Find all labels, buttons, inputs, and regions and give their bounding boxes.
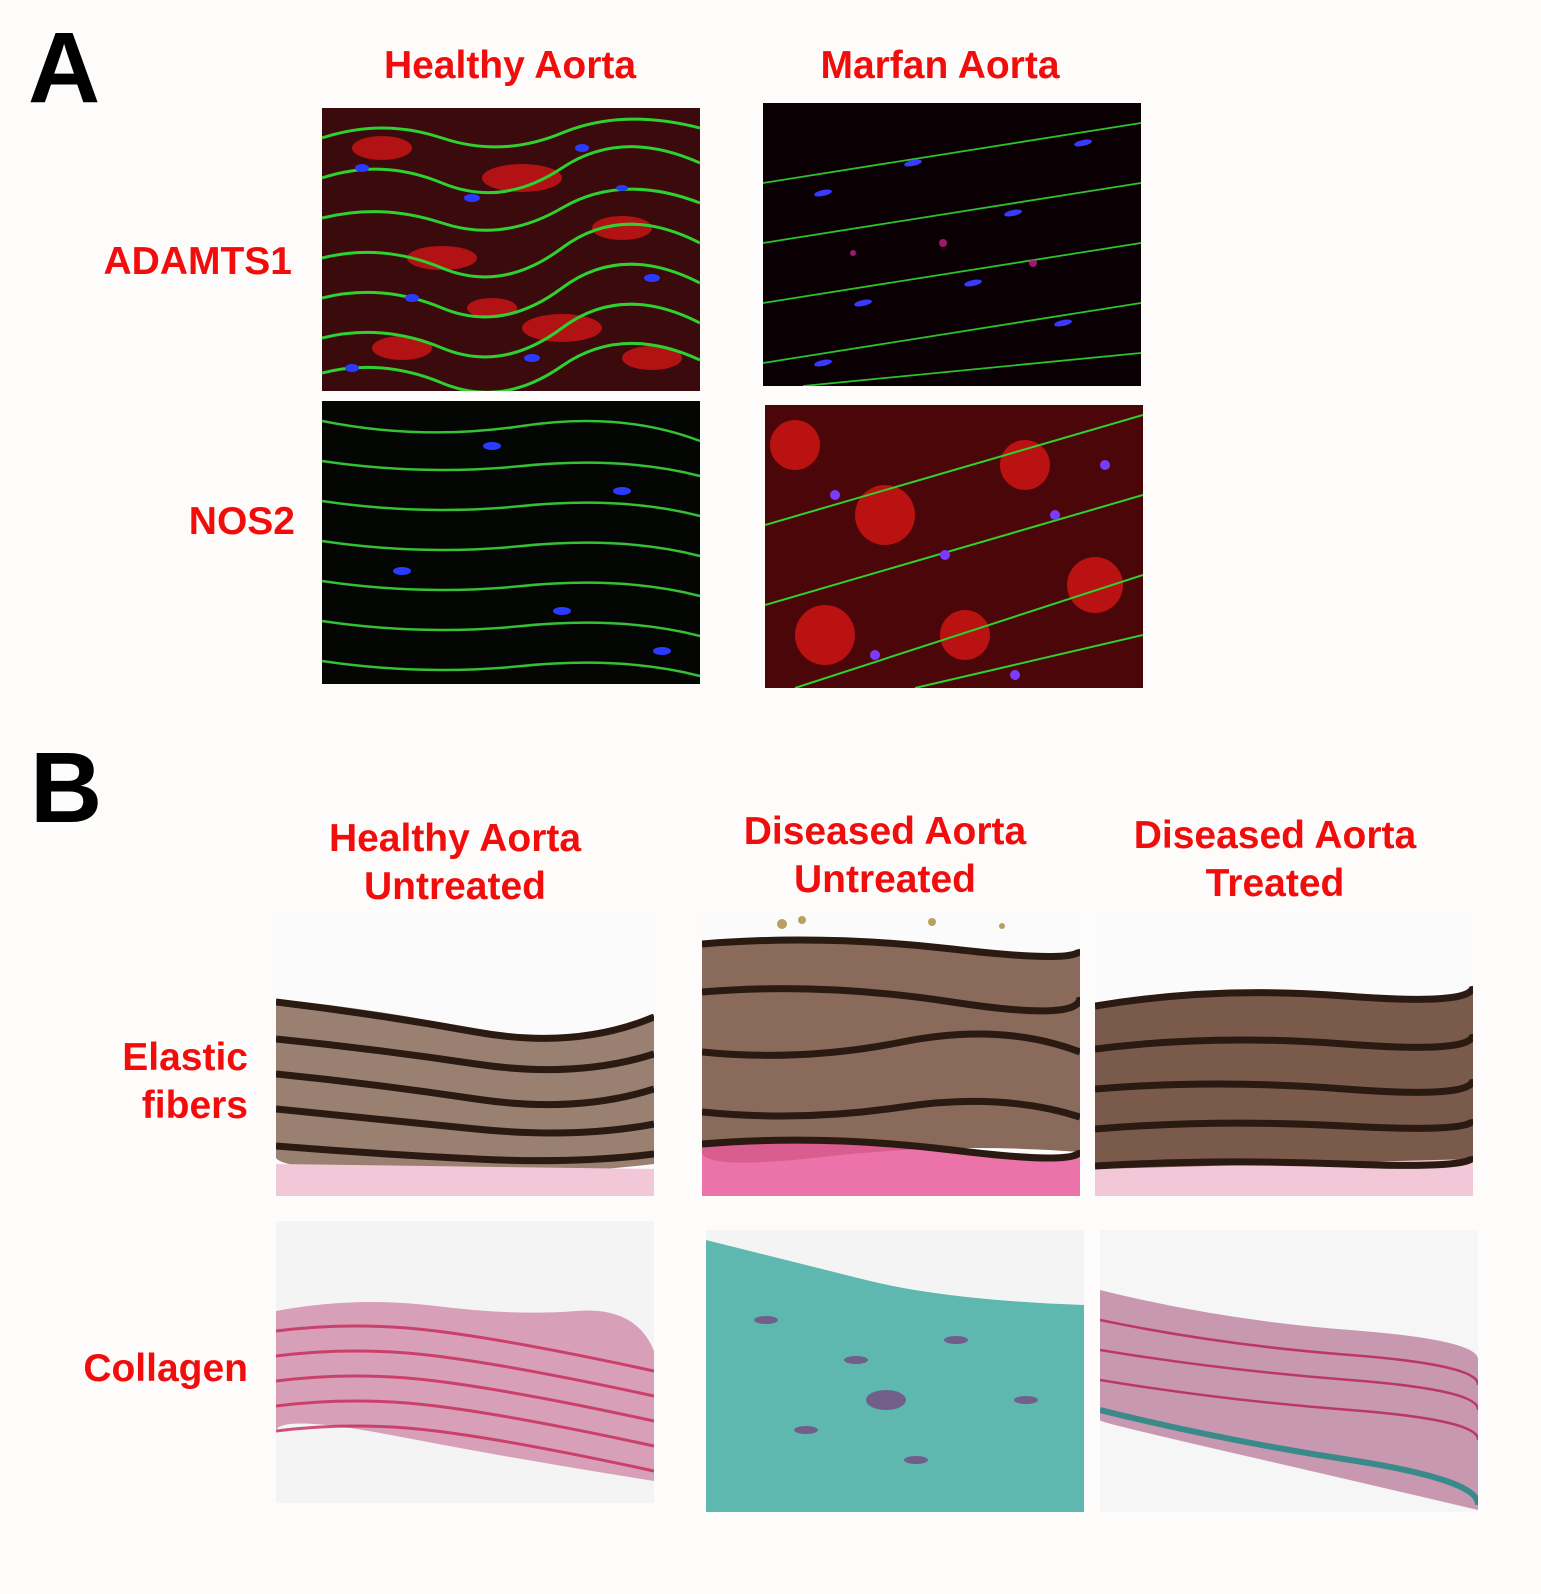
row-label-nos2: NOS2 [188, 500, 295, 543]
column-title-diseased-untreated: Diseased Aorta Untreated [743, 810, 1027, 901]
healthy-adamts1-micrograph [322, 108, 700, 391]
panel-b-letter: B [30, 732, 103, 844]
diseased-treated-collagen-micrograph [1100, 1230, 1478, 1512]
column-title-marfan-aorta: Marfan Aorta [820, 44, 1060, 87]
marfan-adamts1-micrograph [763, 103, 1141, 386]
diseased-treated-elastic-micrograph [1095, 914, 1473, 1196]
healthy-untreated-collagen-micrograph [276, 1221, 654, 1503]
row-label-elastic-fibers: Elastic fibers [122, 1036, 248, 1127]
column-title-diseased-treated: Diseased Aorta Treated [1133, 814, 1417, 905]
row-label-collagen: Collagen [83, 1347, 248, 1390]
diseased-untreated-collagen-micrograph [706, 1230, 1084, 1512]
row-label-adamts1: ADAMTS1 [103, 240, 292, 283]
marfan-nos2-micrograph [765, 405, 1143, 688]
column-title-healthy-aorta: Healthy Aorta [383, 44, 637, 87]
healthy-untreated-elastic-micrograph [276, 914, 654, 1196]
healthy-nos2-micrograph [322, 401, 700, 684]
column-title-healthy-untreated: Healthy Aorta Untreated [328, 817, 582, 908]
panel-a-letter: A [28, 12, 101, 124]
diseased-untreated-elastic-micrograph [702, 912, 1080, 1196]
